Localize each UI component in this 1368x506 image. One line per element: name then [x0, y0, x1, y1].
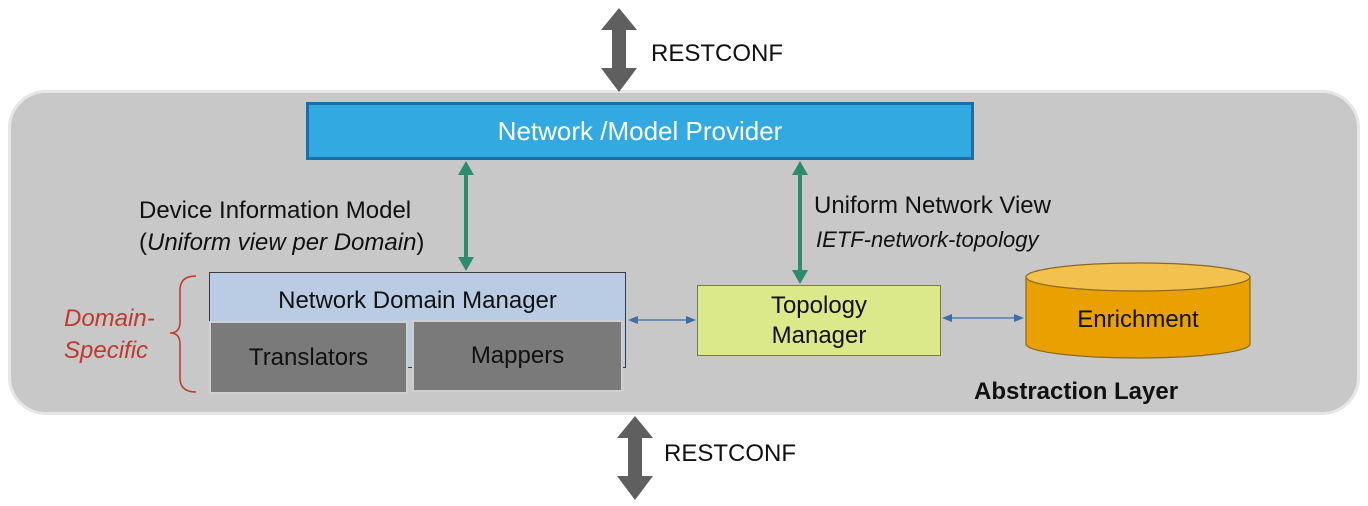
- translators-box: Translators: [209, 321, 408, 394]
- provider-label: Network /Model Provider: [497, 115, 783, 146]
- device-info-subtitle-italic: Uniform view per Domain: [147, 229, 417, 256]
- enrichment-label: Enrichment: [1077, 306, 1199, 333]
- bottom-restconf-arrow: [617, 416, 653, 500]
- device-info-subtitle: (Uniform view per Domain): [139, 229, 424, 257]
- uniform-network-view-label: Uniform Network View: [814, 192, 1051, 219]
- abstraction-layer-label: Abstraction Layer: [974, 378, 1179, 405]
- domain-specific-line1: Domain-: [64, 305, 155, 332]
- ndm-topology-arrow: [628, 316, 696, 324]
- ietf-topology-label: IETF-network-topology: [816, 227, 1039, 252]
- topology-manager-box: Topology Manager: [697, 285, 941, 356]
- translators-label: Translators: [248, 343, 369, 371]
- topology-line2: Manager: [771, 321, 867, 349]
- network-model-provider-box: Network /Model Provider: [306, 102, 974, 160]
- device-info-close-paren: ): [416, 229, 425, 256]
- domain-specific-brace: [169, 275, 197, 393]
- uniform-view-arrow: [792, 161, 808, 284]
- domain-specific-line2: Specific: [64, 337, 149, 364]
- domain-specific-label: Domain- Specific: [64, 303, 155, 367]
- topology-enrichment-arrow: [942, 314, 1024, 322]
- mappers-label: Mappers: [470, 342, 565, 369]
- device-info-open-paren: (: [139, 229, 147, 256]
- topology-line1: Topology: [770, 291, 868, 319]
- top-restconf-label: RESTCONF: [651, 40, 783, 67]
- bottom-restconf-label: RESTCONF: [664, 440, 796, 467]
- device-model-arrow: [458, 161, 474, 271]
- ndm-title: Network Domain Manager: [278, 287, 557, 314]
- enrichment-cylinder: [1025, 262, 1251, 359]
- mappers-box: Mappers: [412, 320, 623, 392]
- device-info-model-label: Device Information Model: [139, 197, 412, 224]
- top-restconf-arrow: [601, 8, 637, 92]
